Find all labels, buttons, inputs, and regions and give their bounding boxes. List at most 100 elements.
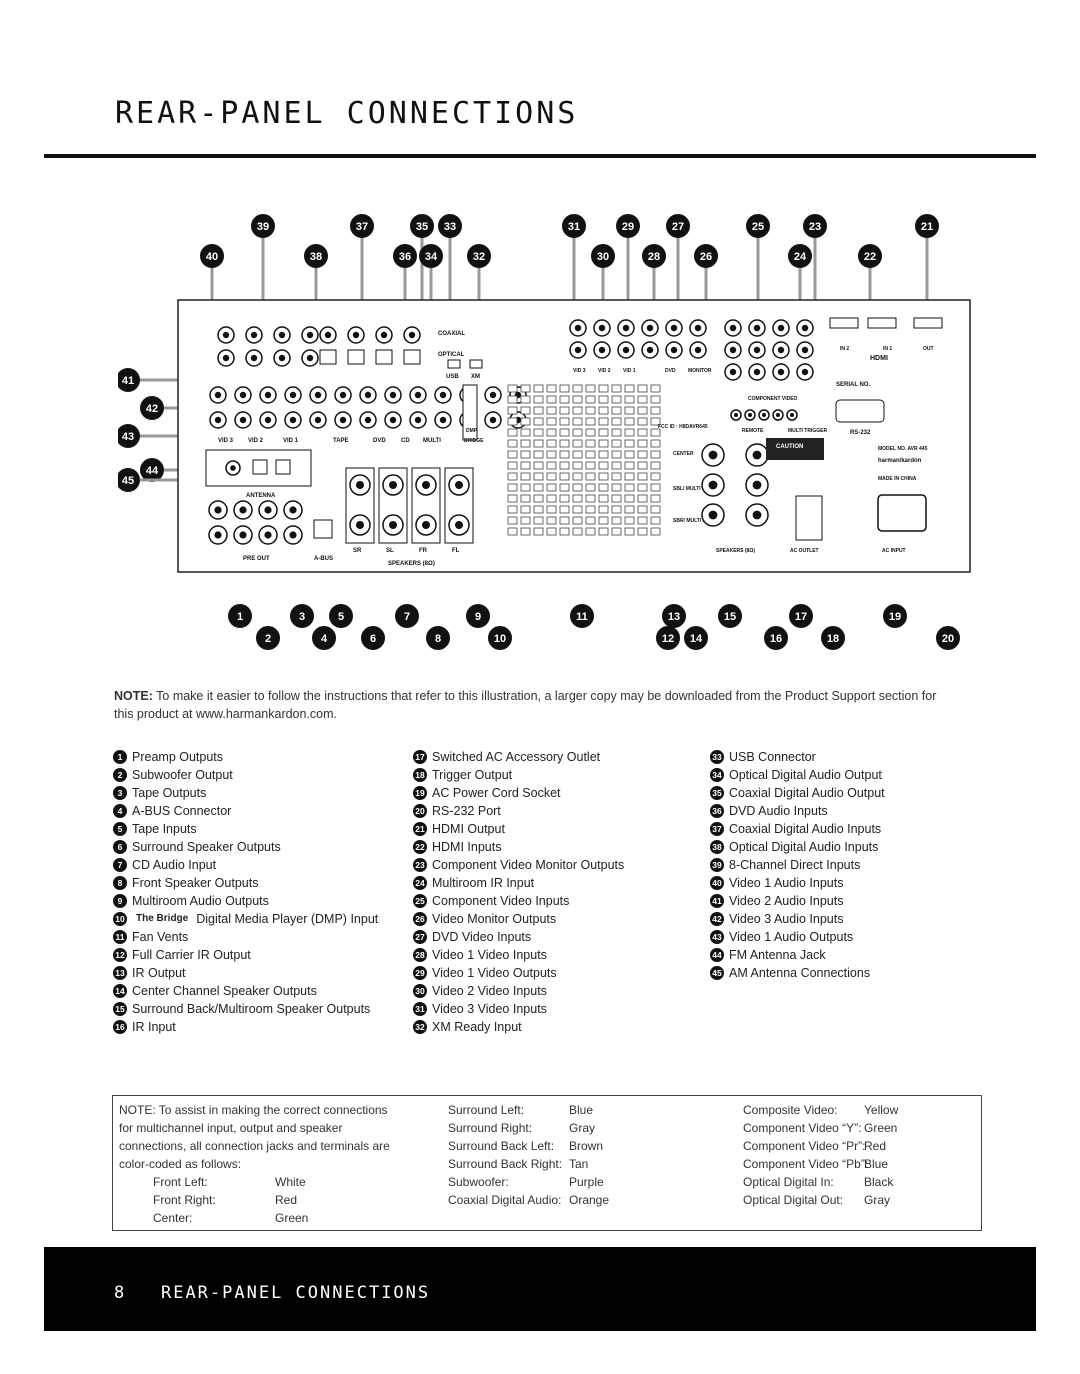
callout-number-icon: 9 (113, 894, 127, 908)
rca-jack-center-icon (214, 416, 222, 424)
rca-jack-center-icon (389, 416, 397, 424)
callout-marker-icon (256, 626, 280, 650)
rs232-port-icon (835, 399, 885, 423)
callout-number-icon: 19 (413, 786, 427, 800)
callout-number-icon: 36 (710, 804, 724, 818)
fan-vent-icon (650, 516, 661, 525)
callout-number: 37 (356, 221, 368, 233)
fan-vent-icon (546, 406, 557, 415)
legend-label: Component Video Inputs (432, 894, 570, 908)
fan-vent-icon (650, 450, 661, 459)
callout-number: 27 (672, 221, 684, 233)
panel-label: CD (401, 438, 410, 444)
connection-name: Component Video “Pb”: (743, 1157, 869, 1171)
hdmi-port-icon (867, 317, 897, 329)
callout-marker-icon (118, 368, 140, 392)
color-code-row: Subwoofer:Purple (448, 1173, 604, 1191)
fan-vent-icon (559, 395, 570, 404)
page-number: 8 (114, 1283, 125, 1303)
fan-vent-icon (520, 461, 531, 470)
panel-label: COMPONENT VIDEO (748, 396, 798, 402)
callout-number-icon: 43 (710, 930, 724, 944)
fan-vent-icon (520, 417, 531, 426)
fan-vent-icon (650, 406, 661, 415)
color-code-row: Surround Right:Gray (448, 1119, 595, 1137)
callout-number-icon: 42 (710, 912, 724, 926)
callout-marker-icon (304, 244, 328, 268)
fan-vent-icon (650, 439, 661, 448)
panel-label: HDMI (870, 355, 888, 362)
callout-number-icon: 2 (113, 768, 127, 782)
fan-vent-icon (624, 461, 635, 470)
callout-marker-icon (591, 244, 615, 268)
fan-vent-icon (650, 505, 661, 514)
fan-vent-icon (507, 395, 518, 404)
callout-marker-icon (616, 214, 640, 238)
rca-jack-center-icon (622, 346, 630, 354)
panel-label: OPTICAL (438, 352, 465, 358)
rca-jack-center-icon (598, 324, 606, 332)
fan-vent-icon (637, 384, 648, 393)
fan-vent-icon (611, 516, 622, 525)
callout-number-icon: 45 (710, 966, 724, 980)
caution-label-bg (766, 438, 824, 460)
callout-number: 9 (475, 611, 481, 623)
panel-label: SPEAKERS (8Ω) (388, 561, 435, 567)
legend-label: Optical Digital Audio Output (729, 768, 882, 782)
legend-label: Video 2 Video Inputs (432, 984, 547, 998)
connection-name: Coaxial Digital Audio: (448, 1193, 562, 1207)
panel-label: MULTI TRIGGER (788, 428, 827, 434)
panel-label: REMOTE (742, 428, 764, 434)
callout-marker-icon (395, 604, 419, 628)
fan-vent-icon (520, 527, 531, 536)
connection-color: Green (864, 1121, 898, 1135)
rca-jack-center-icon (748, 413, 752, 417)
rca-jack-center-icon (790, 413, 794, 417)
panel-label: USB (446, 374, 459, 380)
fan-vent-icon (611, 406, 622, 415)
fan-vent-icon (559, 417, 570, 426)
fan-vent-icon (507, 483, 518, 492)
note-label: NOTE: (114, 689, 153, 703)
fan-vent-icon (520, 384, 531, 393)
fan-vent-icon (533, 384, 544, 393)
rca-jack-center-icon (801, 368, 809, 376)
panel-label: PRE OUT (243, 556, 270, 562)
callout-number: 24 (794, 251, 807, 263)
fan-vent-icon (546, 384, 557, 393)
rca-jack-center-icon (239, 391, 247, 399)
rca-jack-center-icon (239, 506, 247, 514)
callout-marker-icon (803, 214, 827, 238)
callout-number: 32 (473, 251, 485, 263)
panel-label: COAXIAL (438, 331, 465, 337)
fan-vent-icon (598, 406, 609, 415)
rca-jack-center-icon (289, 531, 297, 539)
callout-number: 5 (338, 611, 344, 623)
legend-label: Video 3 Video Inputs (432, 1002, 547, 1016)
callout-marker-icon (467, 244, 491, 268)
fan-vent-icon (546, 428, 557, 437)
callout-marker-icon (410, 214, 434, 238)
fan-vent-icon (598, 494, 609, 503)
fan-vent-icon (585, 428, 596, 437)
connection-name: Subwoofer: (448, 1175, 509, 1189)
fan-vent-icon (507, 494, 518, 503)
callout-number: 7 (404, 611, 410, 623)
fan-vent-icon (507, 439, 518, 448)
connection-color: Green (275, 1211, 309, 1225)
panel-label: MODEL NO. AVR 445 (878, 446, 928, 452)
